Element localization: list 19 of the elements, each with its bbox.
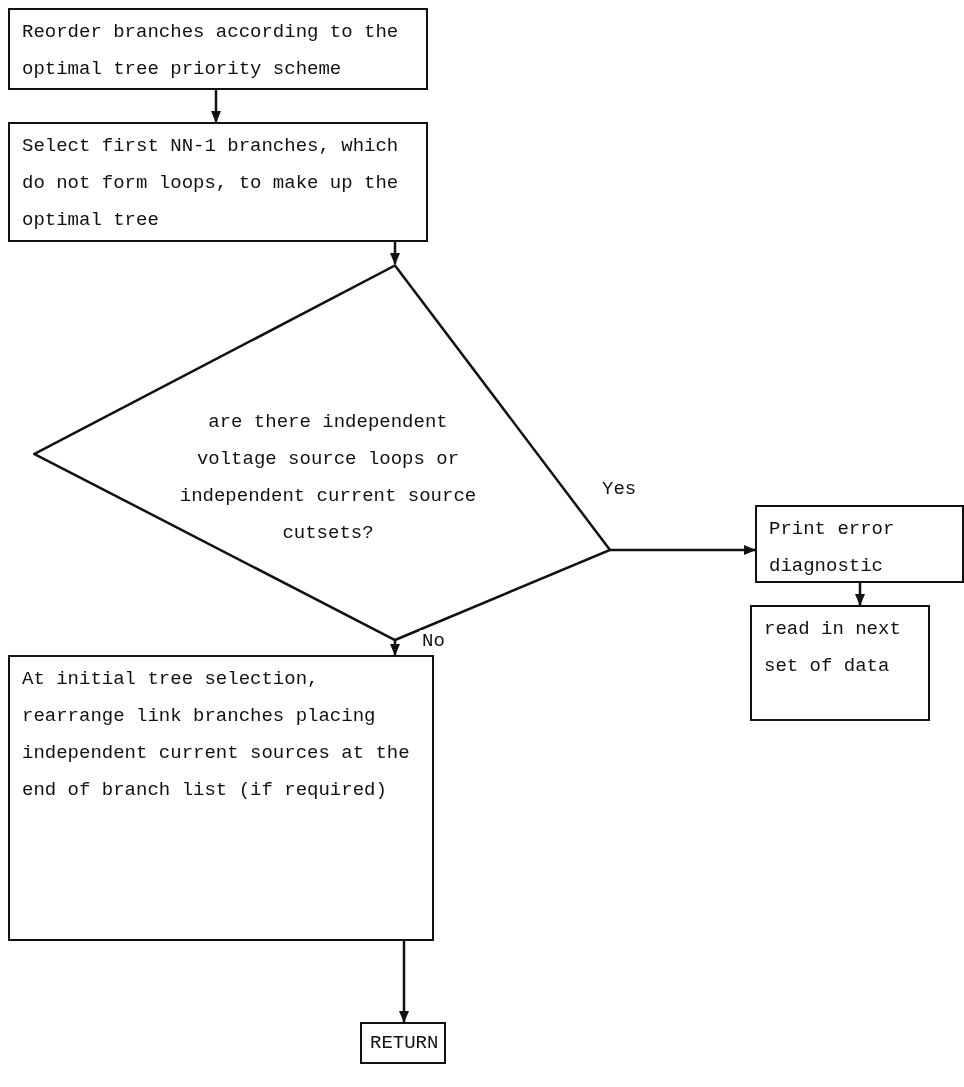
decision-text: are there independent voltage source loops or independent current source cutsets?: [178, 410, 478, 546]
process-text: At initial tree selection, rearrange link branches placing independent current sources at the end of branch list (if required): [21, 667, 411, 803]
process-box: [8, 122, 428, 242]
process-text: Print error diagnostic: [768, 517, 896, 579]
process-text: read in next set of data: [763, 617, 902, 679]
arrow: [211, 90, 221, 123]
process-box: [8, 8, 428, 90]
arrow: [390, 242, 400, 265]
process-box: [750, 605, 930, 721]
arrow: [399, 941, 409, 1023]
arrow: [390, 640, 400, 656]
process-box: [8, 655, 434, 941]
arrow: [610, 545, 756, 555]
process-text: Select first NN-1 branches, which do not form loops, to make up the optimal tree: [21, 134, 400, 233]
process-text: Reorder branches according to the optimal tree priority scheme: [21, 20, 400, 82]
process-box: [755, 505, 964, 583]
process-box: [360, 1022, 446, 1064]
process-text: RETURN: [369, 1031, 440, 1056]
arrow: [855, 583, 865, 606]
